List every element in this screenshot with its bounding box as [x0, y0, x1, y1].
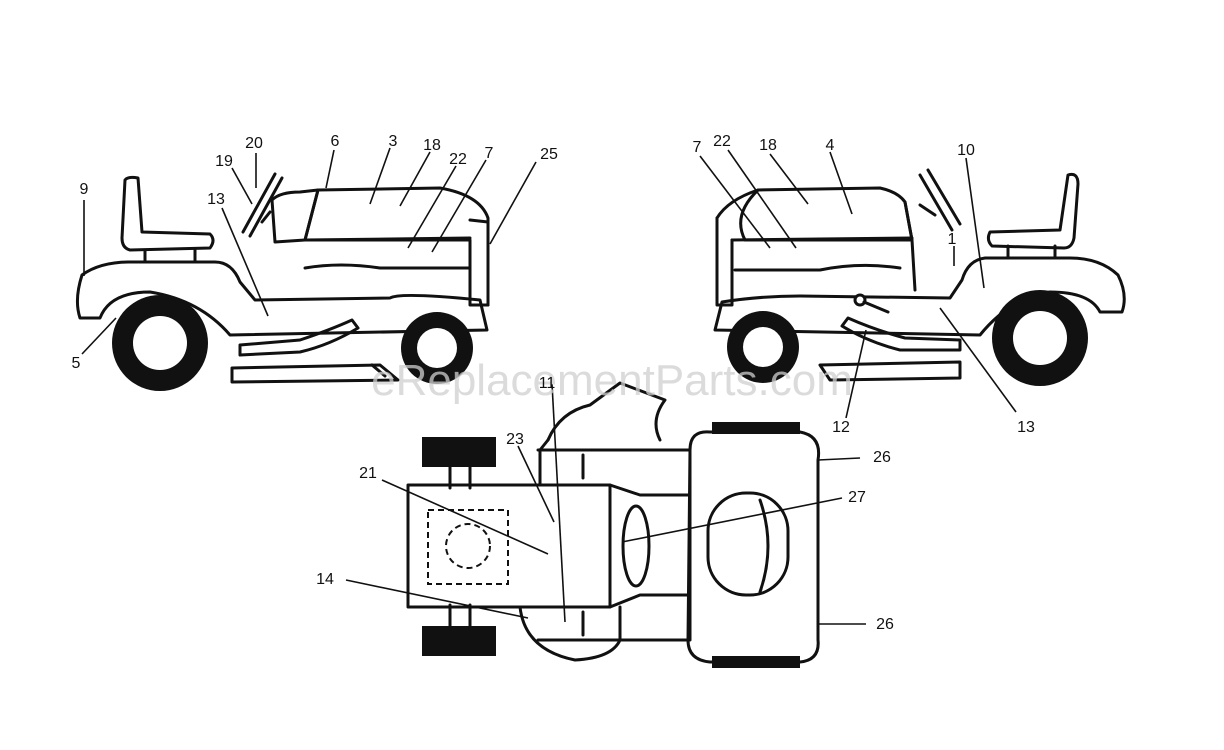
part-label: 25	[540, 146, 558, 163]
part-label: 22	[449, 151, 467, 168]
part-label: 23	[506, 431, 524, 448]
part-label: 19	[215, 153, 233, 170]
part-label: 13	[1017, 419, 1035, 436]
part-label: 7	[485, 145, 494, 162]
watermark-text: eReplacementParts.com	[371, 356, 853, 405]
part-label: 14	[316, 571, 334, 588]
part-label: 5	[72, 355, 81, 372]
part-label: 18	[759, 137, 777, 154]
part-label: 10	[957, 142, 975, 159]
part-label: 9	[80, 181, 89, 198]
part-label: 7	[693, 139, 702, 156]
tractor-top-view	[406, 381, 821, 668]
part-labels: 9 5 13 19 20 6 3 18 22 7 25 7 22 18 4 10…	[72, 133, 1035, 633]
part-label: 4	[826, 137, 835, 154]
part-label: 27	[848, 489, 866, 506]
part-label: 6	[331, 133, 340, 150]
part-label: 12	[832, 419, 850, 436]
tractor-left-side-view	[75, 172, 490, 391]
part-label: 22	[713, 133, 731, 150]
leader-lines	[81, 147, 1017, 625]
tractor-right-side-view	[713, 168, 1126, 386]
part-label: 26	[873, 449, 891, 466]
part-label: 3	[389, 133, 398, 150]
part-label: 20	[245, 135, 263, 152]
part-label: 18	[423, 137, 441, 154]
part-label: 21	[359, 465, 377, 482]
part-label: 11	[539, 375, 556, 392]
part-label: 13	[207, 191, 225, 208]
part-label: 26	[876, 616, 894, 633]
part-label: 1	[948, 231, 957, 248]
